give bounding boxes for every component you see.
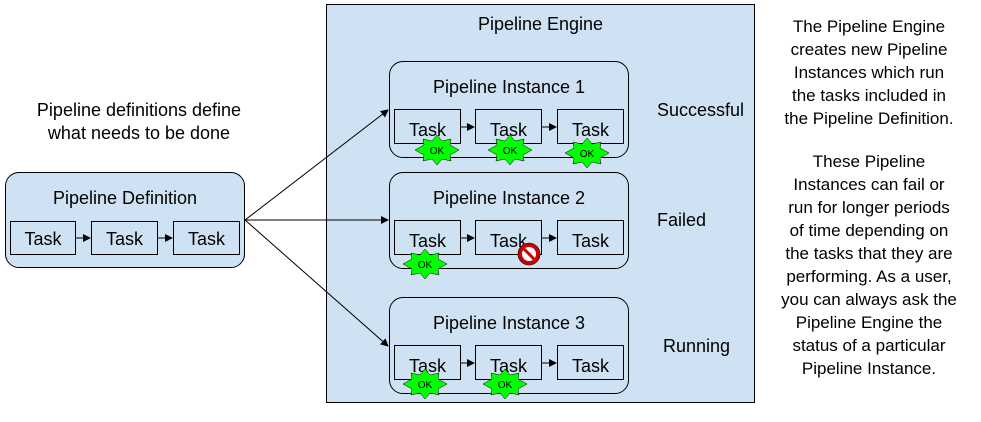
instance-status: Successful — [657, 100, 745, 120]
pipeline-instance-title: Pipeline Instance 3 — [432, 313, 586, 333]
explanation-line: the tasks included in — [791, 86, 947, 105]
instance-status: Failed — [657, 210, 707, 230]
explanation-line: The Pipeline Engine — [792, 17, 946, 36]
explanation-paragraph-1: The Pipeline Engine creates new Pipeline… — [764, 15, 974, 130]
definition-caption-line: Pipeline definitions define — [36, 100, 242, 120]
explanation-line: Pipeline Engine the — [795, 313, 943, 332]
instance-status: Running — [663, 336, 731, 356]
ok-badge-icon: OK — [487, 134, 533, 166]
explanation-line: status of a particular — [792, 336, 946, 355]
definition-caption: Pipeline definitions define what needs t… — [10, 99, 268, 145]
ok-badge-label: OK — [503, 146, 518, 157]
instance-task: Task — [394, 345, 461, 380]
definition-task: Task — [173, 221, 240, 255]
explanation-line: Instances which run — [793, 63, 945, 82]
ok-badge-label: OK — [580, 149, 595, 160]
explanation-paragraph-2: These Pipeline Instances can fail or run… — [764, 150, 974, 380]
ok-badge-label: OK — [418, 380, 433, 391]
ok-badge-label: OK — [430, 146, 445, 157]
definition-task: Task — [91, 221, 158, 255]
instance-task: Task — [475, 109, 542, 144]
explanation-line: Pipeline Instance. — [801, 359, 937, 378]
pipeline-instance-title: Pipeline Instance 2 — [432, 188, 586, 208]
ok-badge-icon: OK — [482, 368, 528, 400]
spawn-arrow — [244, 109, 389, 221]
explanation-line: run for longer periods — [788, 198, 950, 217]
ok-badge-icon: OK — [414, 134, 460, 166]
ok-badge-icon: OK — [402, 248, 448, 280]
instance-task: Task — [557, 109, 624, 144]
instance-task: Task — [557, 345, 624, 380]
definition-caption-line: what needs to be done — [47, 123, 231, 143]
explanation-line: you can always ask the — [781, 290, 957, 309]
pipeline-engine-title: Pipeline Engine — [477, 14, 604, 34]
failed-badge-icon — [517, 242, 541, 266]
explanation-line: of time depending on — [789, 221, 949, 240]
ok-badge-label: OK — [498, 380, 513, 391]
pipeline-instance-title: Pipeline Instance 1 — [432, 77, 586, 97]
ok-badge-icon: OK — [564, 137, 610, 169]
instance-task: Task — [557, 220, 624, 255]
explanation-line: the tasks that they are — [785, 244, 953, 263]
explanation-line: creates new Pipeline — [790, 40, 948, 59]
definition-task: Task — [10, 221, 76, 255]
explanation-line: performing. As a user, — [786, 267, 952, 286]
explanation-line: the Pipeline Definition. — [784, 109, 954, 128]
explanation-line: Instances can fail or — [793, 175, 945, 194]
ok-badge-icon: OK — [402, 368, 448, 400]
spawn-arrow — [244, 219, 389, 347]
ok-badge-label: OK — [418, 260, 433, 271]
explanation-line: These Pipeline — [812, 152, 926, 171]
pipeline-definition-title: Pipeline Definition — [52, 188, 198, 208]
